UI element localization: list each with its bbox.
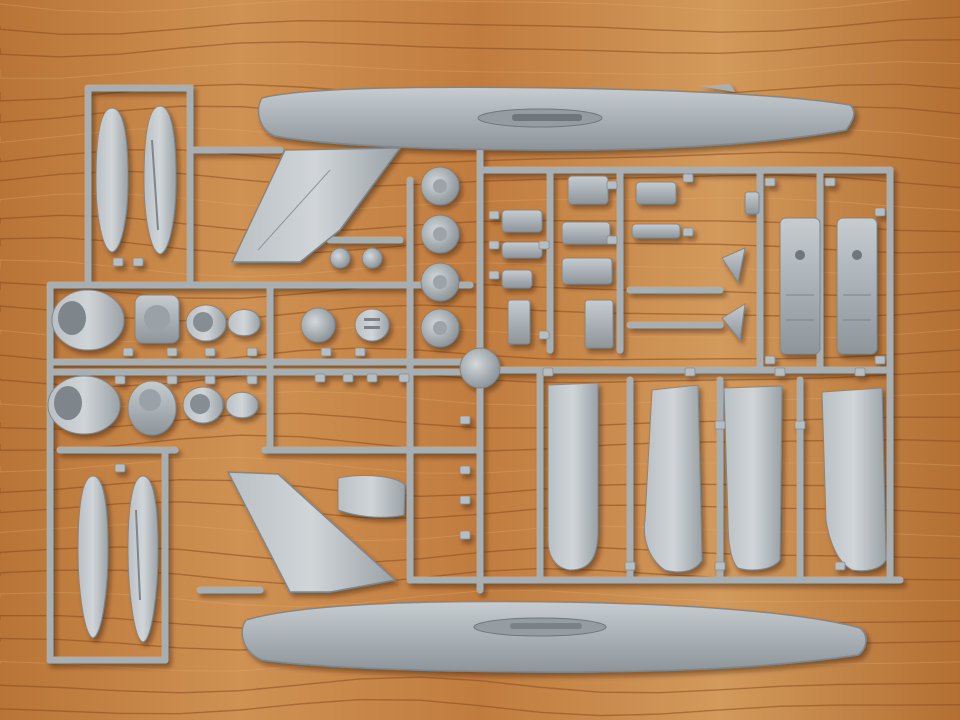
- part-number-tab: [204, 347, 216, 357]
- wing-halves: [547, 382, 887, 573]
- tail-fin-bottom: [226, 471, 406, 593]
- part-number-tab: [366, 373, 378, 383]
- wood-grain-line: [0, 698, 960, 717]
- wood-grain-line: [0, 501, 960, 520]
- sprue-runners: [46, 84, 904, 664]
- part-number-tab: [112, 257, 124, 267]
- drop-tanks-bottom-left: [77, 475, 159, 643]
- part-number-tab: [246, 375, 258, 385]
- intake-parts-row-2: [47, 375, 259, 436]
- part-number-tab: [542, 367, 554, 377]
- part-number-tab: [459, 495, 471, 505]
- part-number-tab: [132, 257, 144, 267]
- part-number-tab: [166, 375, 178, 385]
- sprue-frame: [46, 84, 904, 673]
- part-number-tab: [354, 347, 366, 357]
- fuselage-half-bottom: [241, 600, 867, 673]
- intake-parts-row-1: [51, 289, 390, 351]
- wood-grain-line: [0, 524, 960, 542]
- part-number-tab: [459, 530, 471, 540]
- part-number-tab: [459, 415, 471, 425]
- part-number-tab: [854, 367, 866, 377]
- part-number-tab: [204, 375, 216, 385]
- part-number-tab: [824, 177, 836, 187]
- small-parts-column: [501, 175, 760, 349]
- wood-grain-line: [0, 456, 960, 474]
- part-number-tab: [764, 355, 776, 365]
- part-number-tab: [714, 420, 726, 430]
- part-number-tab: [398, 373, 410, 383]
- part-number-tab: [488, 210, 500, 220]
- part-number-tab: [320, 347, 332, 357]
- landing-wheels: [329, 166, 501, 389]
- part-number-tab: [624, 561, 636, 571]
- part-number-tab: [246, 347, 258, 357]
- part-number-tab: [874, 355, 886, 365]
- part-number-tab: [682, 227, 694, 237]
- part-number-tab: [834, 561, 846, 571]
- part-number-tab: [459, 465, 471, 475]
- wood-grain-line: [0, 589, 960, 608]
- wood-grain-line: [0, 61, 960, 79]
- part-number-tab: [794, 420, 806, 430]
- part-number-tab: [774, 367, 786, 377]
- wood-grain-line: [0, 412, 960, 430]
- part-number-tab: [488, 270, 500, 280]
- wood-grain-line: [0, 676, 960, 694]
- cockpit-panels: [779, 217, 878, 355]
- part-number-tab: [764, 177, 776, 187]
- sprue-tabs: [112, 173, 886, 571]
- part-number-tab: [122, 347, 134, 357]
- part-number-tab: [874, 207, 886, 217]
- part-number-tab: [606, 180, 618, 190]
- wood-grain-line: [0, 546, 960, 564]
- part-number-tab: [314, 373, 326, 383]
- fuselage-half-top: [257, 84, 855, 151]
- wood-grain-line: [0, 479, 960, 497]
- wing-part-top: [230, 147, 402, 263]
- wood-grain-line: [0, 16, 960, 35]
- part-number-tab: [166, 347, 178, 357]
- part-number-tab: [684, 367, 696, 377]
- part-number-tab: [606, 235, 618, 245]
- wood-grain-line: [0, 39, 960, 58]
- part-number-tab: [714, 561, 726, 571]
- wood-grain-line: [0, 0, 914, 13]
- part-number-tab: [488, 240, 500, 250]
- part-number-tab: [682, 173, 694, 183]
- part-number-tab: [342, 373, 354, 383]
- part-number-tab: [538, 330, 550, 340]
- part-number-tab: [538, 240, 550, 250]
- drop-tanks-top-left: [95, 105, 177, 255]
- part-number-tab: [114, 463, 126, 473]
- part-number-tab: [114, 375, 126, 385]
